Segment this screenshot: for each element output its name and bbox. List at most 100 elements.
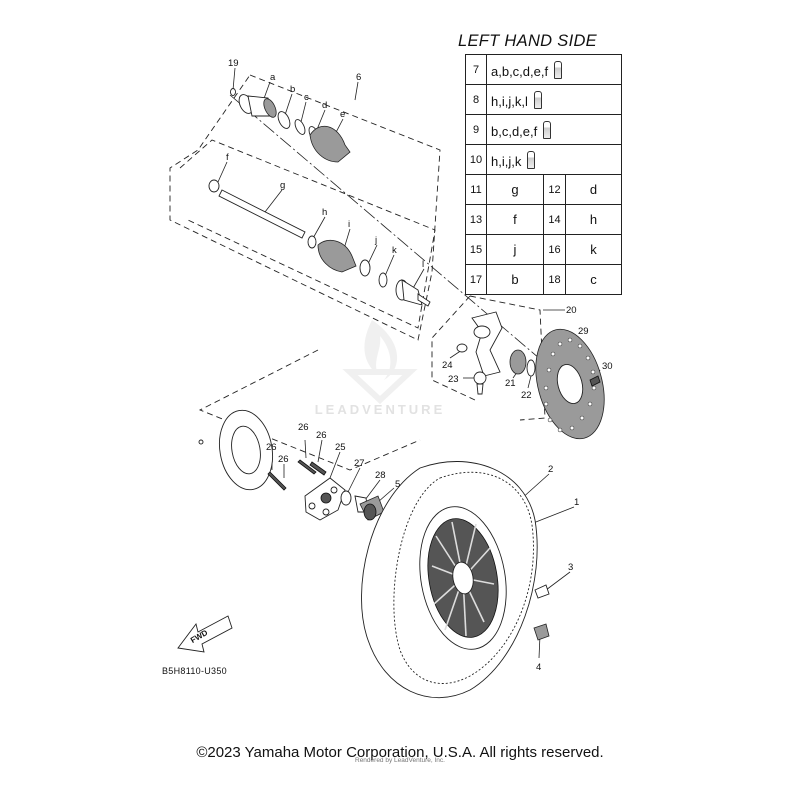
kit-number-cell-text: 16 bbox=[548, 243, 561, 256]
kit-number-cell: 12 bbox=[542, 174, 567, 205]
kit-contents-cell-text: a,b,c,d,e,f bbox=[491, 63, 549, 79]
kit-number-cell: 9 bbox=[465, 114, 487, 145]
kit-number-cell-text: 10 bbox=[469, 153, 483, 166]
callout-f: f bbox=[226, 152, 229, 163]
part-clamp-f bbox=[208, 179, 220, 193]
kit-contents-cell: b,c,d,e,f bbox=[486, 114, 622, 145]
callout-26-c: 26 bbox=[266, 442, 277, 453]
part-circlip-19 bbox=[230, 88, 236, 96]
kit-number-cell: 18 bbox=[542, 264, 567, 295]
callout-c: c bbox=[304, 92, 309, 103]
kit-contents-cell-text: h,i,j,k bbox=[491, 153, 522, 169]
kit-number-cell: 16 bbox=[542, 234, 567, 265]
callout-22: 22 bbox=[521, 390, 532, 401]
kit-table: 7 a,b,c,d,e,f 8 h,i,j,k,l 9 b,c,d,e,f 10 h,i,j,… bbox=[465, 54, 622, 295]
callout-28: 28 bbox=[375, 470, 386, 481]
kit-number-cell-text: 14 bbox=[548, 213, 561, 226]
callout-26-b: 26 bbox=[316, 430, 327, 441]
callout-d: d bbox=[322, 100, 327, 111]
callout-6: 6 bbox=[356, 72, 361, 83]
kit-number-cell: 7 bbox=[465, 54, 487, 85]
part-cv-joint-outer-a bbox=[238, 94, 277, 118]
callout-1: 1 bbox=[574, 497, 579, 508]
part-brake-disc-29 bbox=[535, 328, 605, 440]
driveshaft-group-boundary bbox=[169, 74, 441, 341]
kit-number-cell-text: 9 bbox=[472, 123, 480, 136]
kit-letter-cell: j bbox=[486, 234, 544, 265]
kit-number-cell-text: 12 bbox=[548, 183, 561, 196]
kit-letter-cell-text: g bbox=[511, 182, 519, 197]
part-bearing-21 bbox=[509, 349, 527, 375]
fwd-arrow-icon bbox=[177, 615, 233, 653]
part-clamp-c bbox=[294, 119, 306, 135]
rendered-by-note: Rendered by LeadVenture, Inc. bbox=[355, 757, 445, 764]
kit-letter-cell-text: k bbox=[590, 242, 597, 257]
kit-letter-cell-text: j bbox=[513, 242, 517, 257]
part-protector-plate bbox=[198, 409, 273, 491]
kit-contents-cell-text: b,c,d,e,f bbox=[491, 123, 538, 139]
kit-table-row: 10 h,i,j,k bbox=[465, 144, 622, 175]
part-shaft-g bbox=[218, 189, 306, 239]
grease-tube-icon bbox=[554, 60, 563, 79]
part-hub-25 bbox=[304, 477, 346, 521]
callout-5: 5 bbox=[395, 479, 400, 490]
callout-e: e bbox=[340, 109, 345, 120]
part-boot-e bbox=[309, 125, 351, 163]
part-circlip-22 bbox=[526, 359, 536, 377]
kit-letter-cell: g bbox=[486, 174, 544, 205]
callout-4: 4 bbox=[536, 662, 541, 673]
kit-number-cell: 14 bbox=[542, 204, 567, 235]
callout-30: 30 bbox=[602, 361, 613, 372]
kit-number-cell-text: 15 bbox=[469, 243, 483, 256]
kit-letter-cell-text: f bbox=[513, 212, 517, 227]
kit-letter-cell: c bbox=[565, 264, 622, 295]
kit-number-cell: 8 bbox=[465, 84, 487, 115]
part-ball-joint-23 bbox=[473, 371, 487, 395]
copyright-notice: ©2023 Yamaha Motor Corporation, U.S.A. A… bbox=[196, 744, 604, 761]
grease-tube-icon bbox=[527, 150, 536, 169]
kit-contents-cell: h,i,j,k bbox=[486, 144, 622, 175]
kit-number-cell-text: 7 bbox=[472, 63, 480, 76]
kit-table-row: 7 a,b,c,d,e,f bbox=[465, 54, 622, 85]
callout-21: 21 bbox=[505, 378, 516, 389]
grease-tube-icon bbox=[533, 90, 542, 109]
part-bolt-30 bbox=[589, 375, 601, 387]
kit-letter-cell: k bbox=[565, 234, 622, 265]
part-washer-27 bbox=[340, 490, 352, 506]
part-shim-24 bbox=[456, 343, 468, 353]
callout-27: 27 bbox=[354, 458, 365, 469]
part-clamp-h bbox=[307, 235, 317, 249]
callout-b: b bbox=[290, 84, 295, 95]
part-circlip-k bbox=[378, 272, 388, 288]
kit-letter-cell: b bbox=[486, 264, 544, 295]
kit-contents-cell: h,i,j,k,l bbox=[486, 84, 622, 115]
callout-25: 25 bbox=[335, 442, 346, 453]
callout-l: l bbox=[422, 259, 424, 270]
kit-number-cell: 17 bbox=[465, 264, 487, 295]
part-clamp-b bbox=[277, 111, 291, 129]
part-wheel-1 bbox=[419, 506, 507, 650]
kit-number-cell-text: 18 bbox=[548, 273, 561, 286]
part-cv-joint-inner-l bbox=[395, 279, 431, 307]
watermark-logo bbox=[342, 320, 418, 405]
kit-number-cell-text: 8 bbox=[472, 93, 480, 106]
part-lug-nut-4 bbox=[533, 623, 550, 641]
part-boot-i bbox=[317, 239, 357, 273]
kit-table-body: 7 a,b,c,d,e,f 8 h,i,j,k,l 9 b,c,d,e,f 10 h,i,j,… bbox=[465, 54, 622, 295]
callout-3: 3 bbox=[568, 562, 573, 573]
kit-number-cell-text: 11 bbox=[470, 183, 482, 196]
callout-a: a bbox=[270, 72, 276, 83]
kit-number-cell: 13 bbox=[465, 204, 487, 235]
axle-subgroup-boundary bbox=[179, 139, 436, 329]
callout-24: 24 bbox=[442, 360, 453, 371]
kit-letter-cell-text: c bbox=[590, 272, 597, 287]
callout-h: h bbox=[322, 207, 327, 218]
grease-tube-icon bbox=[543, 120, 552, 139]
callout-29: 29 bbox=[578, 326, 589, 337]
part-studs-26 bbox=[267, 459, 327, 491]
kit-letter-cell-text: d bbox=[589, 182, 598, 197]
kit-letter-cell-text: h bbox=[589, 212, 598, 227]
